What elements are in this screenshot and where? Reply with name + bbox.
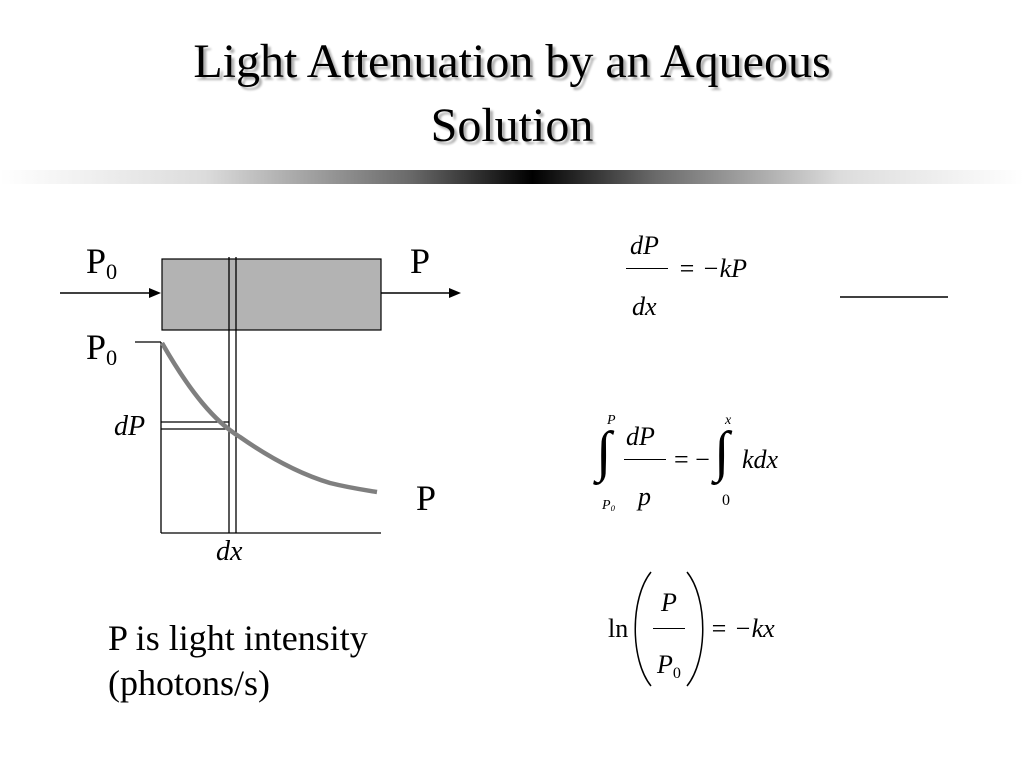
eq2-int2-lower: 0: [722, 492, 730, 509]
dp-label: dP: [114, 411, 146, 442]
decay-curve: [160, 341, 378, 495]
eq2-equals: = −: [674, 445, 710, 474]
caption-line-2: (photons/s): [108, 663, 270, 703]
integral-sign-2: ∫: [714, 421, 730, 483]
title-divider: [0, 170, 1024, 184]
eq3-fraction-bar: [653, 628, 685, 629]
left-paren: [634, 571, 652, 687]
eq2-int1-lower: P0: [602, 498, 615, 514]
eq1-fraction-bar: [626, 268, 668, 269]
eq2-int2-upper: x: [725, 413, 732, 428]
p-curve-label: P: [416, 478, 437, 518]
intensity-caption: P is light intensity (photons/s): [108, 616, 368, 706]
title-line-2: Solution: [430, 99, 594, 152]
outgoing-arrowhead: [449, 288, 461, 298]
eq2-int1-upper: P: [607, 413, 616, 428]
caption-line-1: P is light intensity: [108, 618, 368, 658]
integral-sign-1: ∫: [596, 421, 612, 483]
eq1-denominator: dx: [632, 292, 657, 321]
p0-incoming-label: P0: [86, 241, 118, 285]
title-line-1: Light Attenuation by an Aqueous: [193, 35, 831, 88]
eq2-rhs: kdx: [742, 445, 779, 474]
eq1-numerator: dP: [630, 231, 659, 260]
slide-title: Light Attenuation by an Aqueous Solution: [0, 30, 1024, 158]
eq3-rhs: = −kx: [710, 614, 775, 643]
p0-axis-label: P0: [86, 327, 118, 371]
eq2-denominator: p: [638, 482, 651, 511]
sample-cell: [161, 258, 382, 331]
eq1-rhs: = −kP: [678, 254, 748, 283]
p-outgoing-label: P: [410, 241, 431, 281]
eq2-numerator: dP: [626, 422, 655, 451]
right-paren: [686, 571, 704, 687]
eq3-denominator: P0: [657, 650, 681, 682]
incoming-arrowhead: [149, 288, 161, 298]
dx-label: dx: [216, 536, 243, 567]
eq3-ln: ln: [608, 614, 629, 643]
eq3-numerator: P: [661, 588, 677, 617]
eq2-fraction-bar: [624, 459, 666, 460]
